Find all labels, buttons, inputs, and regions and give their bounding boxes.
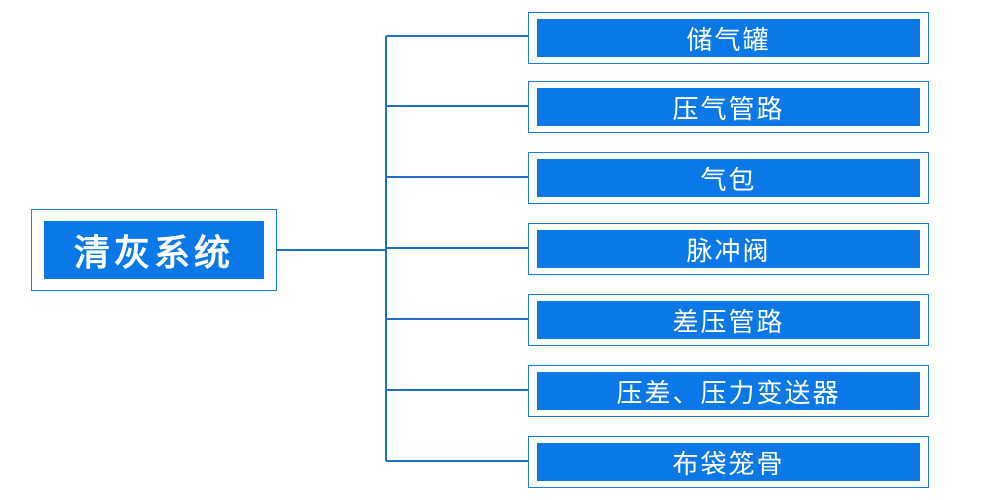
child-node-pulse-valve: 脉冲阀 [528, 223, 929, 275]
child-node-differential-pressure-pipe: 差压管路 [528, 294, 929, 346]
child-node-label: 气包 [537, 159, 920, 197]
child-node-pressure-transmitter: 压差、压力变送器 [528, 365, 929, 417]
child-node-label: 布袋笼骨 [537, 443, 920, 481]
child-node-label: 压气管路 [537, 88, 920, 126]
root-node: 清灰系统 [31, 209, 277, 291]
child-node-label: 压差、压力变送器 [537, 372, 920, 410]
child-node-label: 差压管路 [537, 301, 920, 339]
child-node-label: 储气罐 [537, 19, 920, 57]
child-node-bag-cage: 布袋笼骨 [528, 436, 929, 488]
child-node-label: 脉冲阀 [537, 230, 920, 268]
child-node-compressed-air-pipe: 压气管路 [528, 81, 929, 133]
child-node-air-bag: 气包 [528, 152, 929, 204]
root-node-label: 清灰系统 [44, 221, 264, 279]
child-node-gas-tank: 储气罐 [528, 12, 929, 64]
